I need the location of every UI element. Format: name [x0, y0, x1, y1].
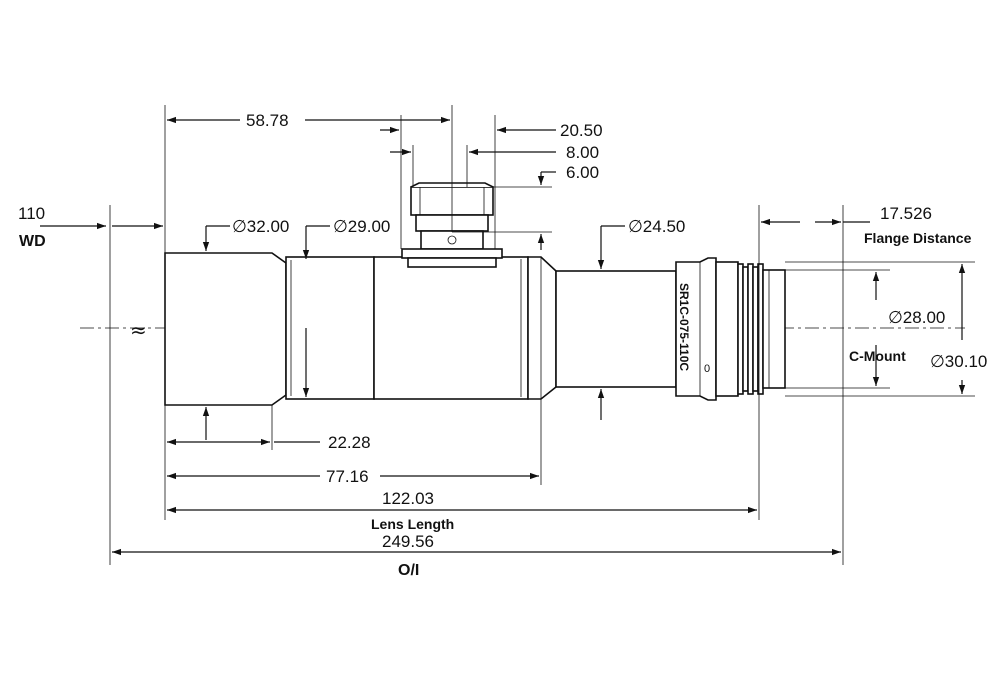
- main-tube: [373, 256, 529, 400]
- dia-30-10: ∅30.10: [930, 352, 987, 371]
- mid-barrel: [285, 256, 375, 400]
- dim-22-28: 22.28: [328, 433, 371, 452]
- extension-lines: [109, 105, 975, 565]
- oi-label: O/I: [398, 562, 419, 579]
- rear-tube: [555, 270, 677, 388]
- dia-24-50: ∅24.50: [628, 217, 685, 236]
- dia-32-00: ∅32.00: [232, 217, 289, 236]
- dim-8-00: 8.00: [566, 143, 599, 162]
- dia-29-00: ∅29.00: [333, 217, 390, 236]
- flange-value: 17.526: [880, 204, 932, 223]
- lens-length-label: Lens Length: [371, 516, 454, 532]
- dim-58-78: 58.78: [246, 111, 289, 130]
- lens-body: [164, 182, 786, 406]
- lens-model-label: SR1C-075-110C: [677, 283, 691, 371]
- dim-122-03: 122.03: [382, 489, 434, 508]
- taper-section: [527, 256, 557, 400]
- front-barrel: [164, 252, 287, 406]
- dia-28-00: ∅28.00: [888, 308, 945, 327]
- mount-collar: [715, 261, 739, 397]
- dim-20-50: 20.50: [560, 121, 603, 140]
- dimension-lines: [40, 116, 966, 556]
- rear-ring: [675, 257, 717, 401]
- c-mount-label: C-Mount: [849, 348, 906, 364]
- flange-label: Flange Distance: [864, 230, 972, 246]
- c-mount-threads: [737, 263, 764, 395]
- dim-77-16: 77.16: [326, 467, 369, 486]
- aperture-mark: 0: [704, 363, 710, 375]
- dim-6-00: 6.00: [566, 163, 599, 182]
- wd-value: 110: [18, 204, 45, 223]
- rear-mount-boss: [762, 269, 786, 389]
- dim-249-56: 249.56: [382, 532, 434, 551]
- break-symbol: ≈: [130, 318, 147, 342]
- wd-label: WD: [19, 233, 46, 250]
